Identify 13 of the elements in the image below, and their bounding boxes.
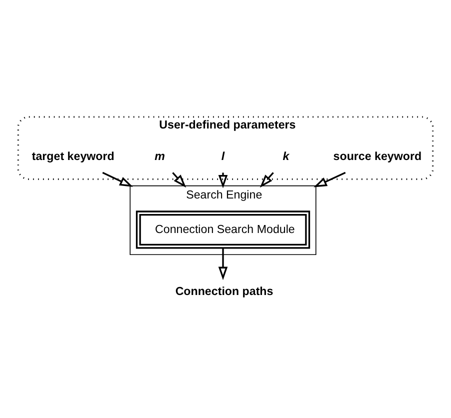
arrow xyxy=(218,248,228,280)
node-text: l xyxy=(221,150,225,163)
arrow xyxy=(172,172,186,188)
node-text: k xyxy=(282,150,290,163)
arrow xyxy=(102,172,133,187)
arrow xyxy=(260,172,274,188)
node-text: target keyword xyxy=(32,150,114,163)
arrow xyxy=(218,172,228,188)
node-text: m xyxy=(154,150,165,163)
node-text: Connection paths xyxy=(175,284,274,298)
node-text: source keyword xyxy=(333,150,422,163)
node-box: Connection Search Module xyxy=(136,210,310,249)
arrow xyxy=(314,172,346,188)
